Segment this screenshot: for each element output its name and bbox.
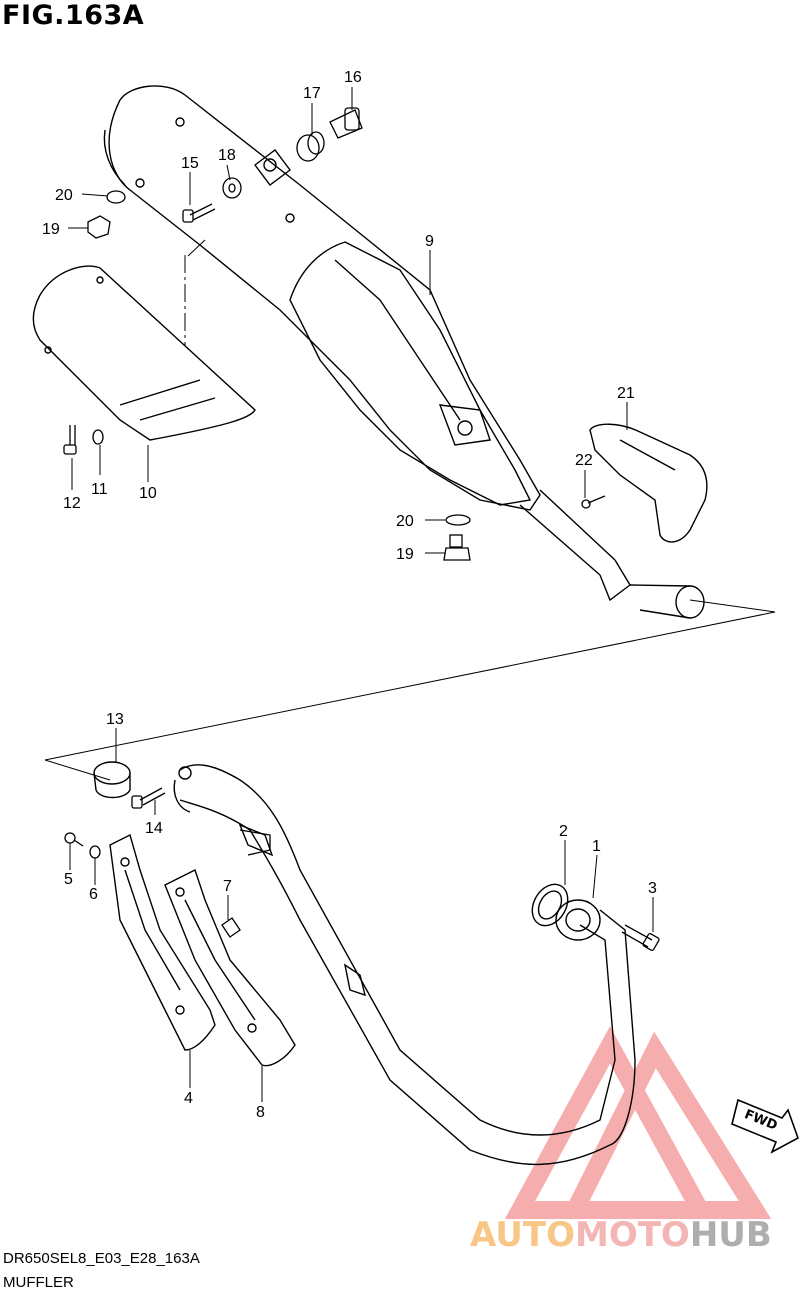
figure-code: DR650SEL8_E03_E28_163A: [3, 1250, 200, 1267]
callout-2: 2: [559, 823, 568, 840]
callout-18: 18: [218, 147, 236, 164]
callout-17: 17: [303, 85, 321, 102]
callout-21: 21: [617, 385, 635, 402]
heat-guard-part-4: [109, 833, 216, 1051]
callout-12: 12: [63, 495, 81, 512]
callout-labels: 16 17 15 18 20 19 9 21 22 12 11 10 20 19…: [42, 69, 657, 1121]
callout-20-lower: 20: [396, 513, 414, 530]
callout-9: 9: [425, 233, 434, 250]
watermark-part-3: HUB: [690, 1215, 772, 1255]
forward-direction-arrow-icon: FWD: [731, 1098, 799, 1154]
callout-16: 16: [344, 69, 362, 86]
callout-4: 4: [184, 1090, 193, 1107]
watermark-text: AUTOMOTOHUB: [470, 1215, 772, 1255]
callout-6: 6: [89, 886, 98, 903]
callout-5: 5: [64, 871, 73, 888]
watermark-part-2: MOTO: [575, 1215, 690, 1255]
figure-caption: MUFFLER: [3, 1274, 74, 1291]
gasket-part-13: [93, 761, 131, 799]
heat-shield-part-10: [32, 265, 256, 441]
heat-guard-part-8: [164, 869, 296, 1067]
callout-19-lower: 19: [396, 546, 414, 563]
callout-leaders: [68, 87, 654, 1102]
callout-3: 3: [648, 880, 657, 897]
svg-text:AUTOMOTOHUB: AUTOMOTOHUB: [470, 1215, 772, 1255]
callout-13: 13: [106, 711, 124, 728]
fastener-parts-lower: [64, 829, 271, 938]
muffler-protector-part-21: [589, 423, 708, 543]
watermark-logo-icon: [504, 1026, 772, 1219]
callout-19-upper: 19: [42, 221, 60, 238]
callout-11: 11: [91, 481, 108, 498]
callout-20-upper: 20: [55, 187, 73, 204]
callout-8: 8: [256, 1104, 265, 1121]
callout-15: 15: [181, 155, 199, 172]
exhaust-pipe-part-1: [173, 764, 636, 1166]
bolt-part-3: [621, 924, 660, 951]
watermark-part-1: AUTO: [470, 1215, 575, 1255]
callout-10: 10: [139, 485, 157, 502]
figure-title: FIG.163A: [2, 0, 145, 31]
fastener-parts-upper: [63, 107, 606, 561]
callout-1: 1: [592, 838, 601, 855]
gasket-ring-part-2: [531, 883, 569, 927]
callout-14: 14: [145, 820, 163, 837]
callout-22: 22: [575, 452, 593, 469]
stud-bolt-part-14: [131, 787, 166, 809]
reference-line: [184, 239, 206, 345]
assembly-separator-line: [44, 599, 776, 781]
callout-7: 7: [223, 878, 232, 895]
